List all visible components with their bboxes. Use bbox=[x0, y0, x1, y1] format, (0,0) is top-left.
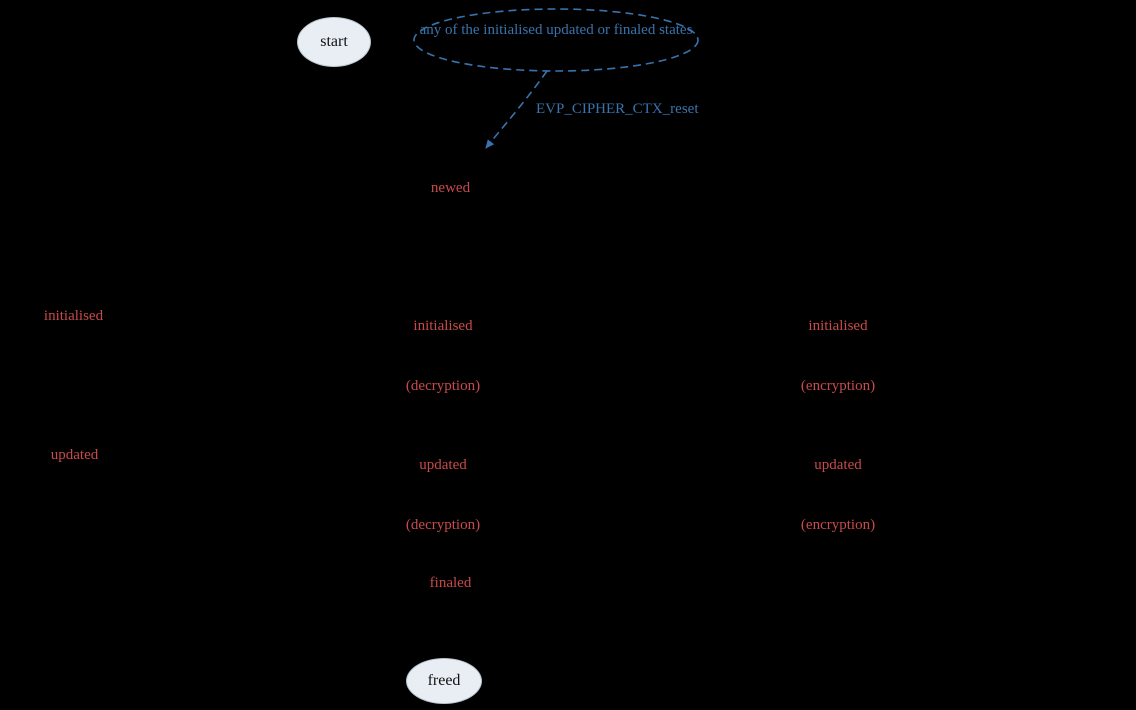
node-start: start bbox=[297, 17, 371, 67]
edge-reset-label: EVP_CIPHER_CTX_reset bbox=[536, 101, 699, 117]
node-initialised-decryption: initialised (decryption) bbox=[383, 276, 503, 436]
node-finaled-label: finaled bbox=[429, 575, 472, 591]
node-initialised-encryption: initialised (encryption) bbox=[778, 276, 898, 436]
node-newed: newed bbox=[383, 158, 503, 218]
node-initialised-decryption-line2: (decryption) bbox=[405, 378, 481, 394]
node-any-state-line1: any of the initialised bbox=[419, 22, 543, 38]
any-state-ellipse-outline bbox=[413, 8, 699, 72]
node-any-state: any of the initialised updated or finale… bbox=[416, 20, 696, 40]
node-initialised: initialised bbox=[6, 286, 126, 346]
node-start-label: start bbox=[320, 33, 348, 50]
node-newed-label: newed bbox=[430, 180, 471, 196]
node-updated-encryption: updated (encryption) bbox=[778, 415, 898, 575]
node-initialised-label: initialised bbox=[43, 308, 104, 324]
node-finaled: finaled bbox=[383, 553, 503, 613]
node-initialised-encryption-line1: initialised bbox=[808, 318, 868, 334]
node-updated-decryption-line1: updated bbox=[419, 457, 467, 473]
node-updated: updated bbox=[7, 425, 127, 485]
node-any-state-line2: updated or finaled states bbox=[546, 22, 693, 38]
node-updated-encryption-line1: updated bbox=[814, 457, 862, 473]
node-initialised-encryption-line2: (encryption) bbox=[800, 378, 876, 394]
node-freed: freed bbox=[406, 658, 482, 704]
node-updated-label: updated bbox=[50, 447, 99, 463]
node-freed-label: freed bbox=[427, 672, 461, 689]
node-initialised-decryption-line1: initialised bbox=[413, 318, 473, 334]
reset-transition-arrow bbox=[485, 70, 548, 149]
node-updated-decryption: updated (decryption) bbox=[383, 415, 503, 575]
node-updated-encryption-line2: (encryption) bbox=[800, 517, 876, 533]
node-updated-decryption-line2: (decryption) bbox=[405, 517, 481, 533]
